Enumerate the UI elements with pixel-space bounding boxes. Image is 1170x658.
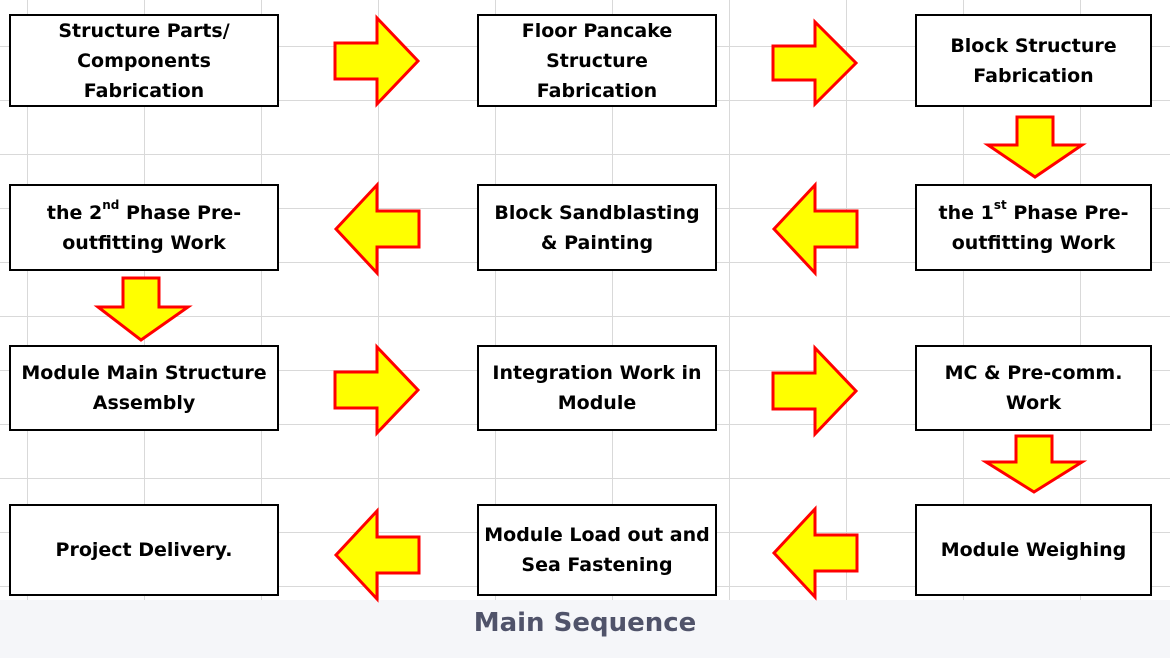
- arrow-down-icon: [983, 115, 1087, 179]
- arrow-left-icon: [333, 507, 421, 603]
- step-label: Project Delivery.: [55, 539, 233, 561]
- diagram-caption: Main Sequence: [473, 608, 697, 638]
- step-label: Floor Pancake Structure Fabrication: [521, 19, 673, 102]
- arrow-left-icon: [333, 181, 421, 277]
- step-label: MC & Pre-comm. Work: [944, 362, 1123, 414]
- step-label: Block Structure Fabrication: [950, 34, 1117, 87]
- step-block-structure-fabrication: Block Structure Fabrication: [915, 14, 1152, 107]
- caption-bar: [0, 600, 1170, 658]
- step-module-main-structure-assembly: Module Main Structure Assembly: [9, 345, 279, 431]
- step-second-phase-pre-outfitting: the 2nd Phase Pre-outfitting Work: [9, 184, 279, 271]
- step-floor-pancake-fabrication: Floor Pancake Structure Fabrication: [477, 14, 717, 107]
- step-integration-work-in-module: Integration Work in Module: [477, 345, 717, 431]
- step-label: Block Sandblasting & Painting: [494, 201, 700, 254]
- step-label: Module Load out and Sea Fastening: [484, 524, 710, 576]
- step-label: Module Weighing: [940, 539, 1127, 561]
- arrow-right-icon: [771, 18, 859, 108]
- step-label: the 2nd Phase Pre-outfitting Work: [46, 198, 242, 254]
- arrow-down-icon: [93, 276, 193, 342]
- arrow-down-icon: [980, 434, 1088, 494]
- step-label: Integration Work in Module: [492, 362, 702, 414]
- arrow-left-icon: [771, 505, 859, 601]
- step-label: Module Main Structure Assembly: [21, 362, 267, 414]
- step-mc-pre-comm-work: MC & Pre-comm. Work: [915, 345, 1152, 431]
- arrow-right-icon: [333, 14, 421, 108]
- arrow-right-icon: [771, 344, 859, 438]
- step-first-phase-pre-outfitting: the 1st Phase Pre-outfitting Work: [915, 184, 1152, 271]
- arrow-left-icon: [771, 181, 859, 277]
- arrow-right-icon: [333, 343, 421, 437]
- step-label: Structure Parts/ Components Fabrication: [58, 19, 230, 102]
- step-label: the 1st Phase Pre-outfitting Work: [938, 198, 1129, 254]
- step-block-sandblasting-painting: Block Sandblasting & Painting: [477, 184, 717, 271]
- step-project-delivery: Project Delivery.: [9, 504, 279, 596]
- step-module-weighing: Module Weighing: [915, 504, 1152, 596]
- step-structure-parts-fabrication: Structure Parts/ Components Fabrication: [9, 14, 279, 107]
- step-module-load-out-sea-fastening: Module Load out and Sea Fastening: [477, 504, 717, 596]
